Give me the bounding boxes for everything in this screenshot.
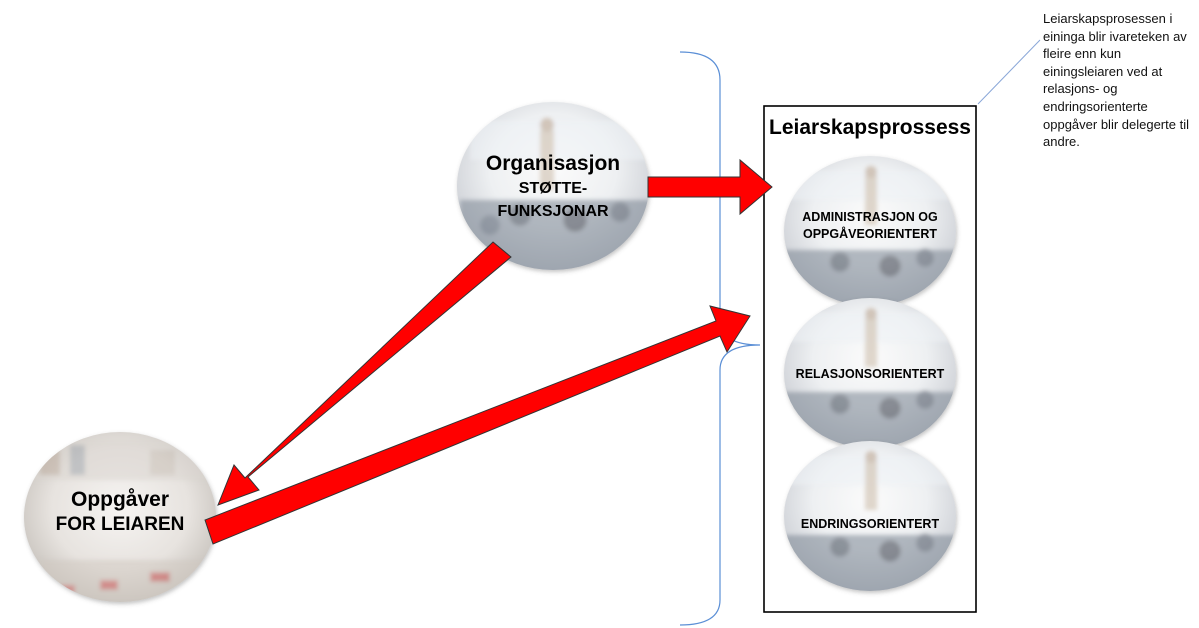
relasjonsorientert-line1: RELASJONSORIENTERT (795, 367, 945, 381)
arrow-organisasjon-to-oppgaver (217, 241, 512, 506)
administrasjon-line2: OPPGÅVEORIENTERT (802, 227, 938, 242)
callout-text: Leiarskapsprosessen i eininga blir ivare… (1043, 11, 1189, 150)
relasjonsorientert-circle (784, 298, 956, 448)
organisasjon-subtitle-line2: FUNKSJONAR (497, 202, 609, 220)
organisasjon-circle (457, 102, 649, 270)
arrow-organisasjon-to-prosess (647, 158, 773, 216)
leiarskapsprosess-title: Leiarskapsprossess (769, 116, 971, 139)
organisasjon-subtitle-line1: STØTTE- (518, 180, 588, 198)
callout-connector-line (977, 39, 1041, 105)
arrow-oppgaver-to-prosess (204, 305, 751, 545)
relasjonsorientert-label: RELASJONSORIENTERT (786, 367, 954, 381)
oppgaver-label: Oppgåver FOR LEIAREN (30, 488, 210, 536)
administrasjon-line1: ADMINISTRASJON OG (802, 210, 938, 224)
endringsorientert-label: ENDRINGSORIENTERT (786, 517, 954, 531)
endringsorientert-line1: ENDRINGSORIENTERT (800, 517, 940, 531)
oppgaver-subtitle: FOR LEIAREN (55, 514, 185, 536)
oppgaver-title: Oppgåver (70, 488, 170, 511)
organisasjon-title: Organisasjon (485, 152, 621, 175)
curly-bracket (679, 51, 761, 626)
leiarskapsprosess-box (763, 105, 977, 613)
administrasjon-label: ADMINISTRASJON OG OPPGÅVEORIENTERT (786, 210, 954, 242)
organisasjon-label: Organisasjon STØTTE- FUNKSJONAR (470, 152, 636, 221)
